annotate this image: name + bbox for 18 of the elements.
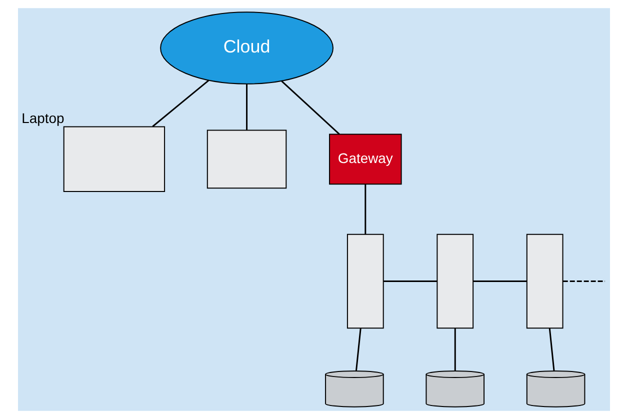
- connector: [562, 280, 605, 282]
- node-box: [346, 234, 384, 329]
- connector: [454, 328, 456, 371]
- node-box: [63, 126, 166, 192]
- connector: [281, 80, 340, 135]
- connector: [548, 328, 555, 371]
- connector: [384, 280, 437, 282]
- node-box: [436, 234, 474, 329]
- connector: [355, 328, 362, 371]
- node-ellipse: Cloud: [160, 12, 334, 84]
- connector: [364, 184, 366, 234]
- node-label: Laptop: [22, 110, 64, 126]
- connector: [473, 280, 527, 282]
- node-box: Gateway: [329, 134, 402, 185]
- connector: [246, 84, 248, 130]
- node-box: [526, 234, 564, 329]
- connector: [152, 80, 210, 128]
- node-box: [206, 130, 287, 189]
